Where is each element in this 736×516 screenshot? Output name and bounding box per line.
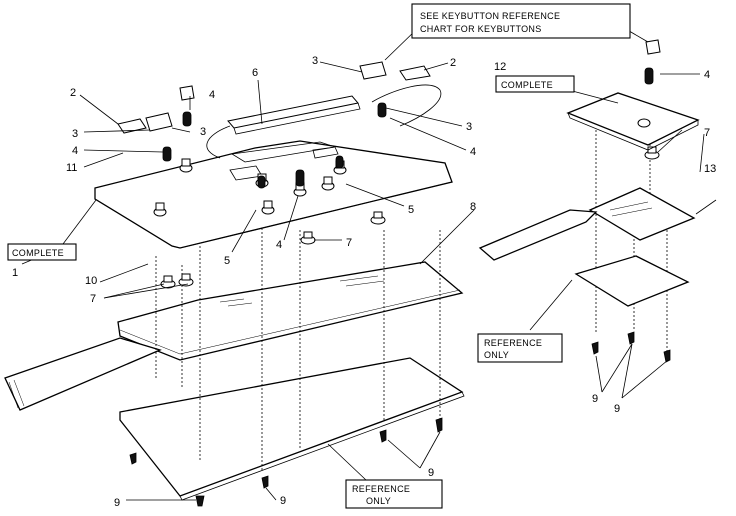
complete-left-box: COMPLETE — [7, 243, 77, 261]
complete-right-label: COMPLETE — [501, 80, 553, 90]
brackets — [117, 65, 431, 134]
callout-2-left: 2 — [70, 87, 76, 99]
callout-6: 6 — [252, 67, 258, 79]
callout-9-bottom-right: 9 — [428, 467, 434, 479]
leader-lines — [21, 27, 717, 501]
callout-1: 1 — [12, 267, 18, 279]
callout-3-left-a: 3 — [72, 128, 78, 140]
callout-9-bottom-mid: 9 — [280, 495, 286, 507]
callout-3-right: 3 — [466, 121, 472, 133]
ref-only-right-line1: REFERENCE — [484, 338, 542, 348]
callout-3-top: 3 — [312, 55, 318, 67]
callout-7-left: 7 — [90, 293, 96, 305]
screws-right — [591, 331, 671, 363]
callout-4-top: 4 — [209, 89, 215, 101]
callout-10: 10 — [85, 275, 97, 287]
right-spring — [644, 67, 654, 85]
callout-9-bottom-left: 9 — [114, 497, 120, 509]
screws-left — [129, 417, 443, 507]
callout-7-far-right: 7 — [704, 127, 710, 139]
see-ref-line1: SEE KEYBUTTON REFERENCE — [420, 11, 560, 21]
callout-11: 11 — [66, 162, 77, 174]
main-plate — [94, 140, 453, 249]
callout-4-far-right: 4 — [704, 69, 710, 81]
callout-5-right: 5 — [408, 204, 414, 216]
callout-2-right: 2 — [450, 57, 456, 69]
callout-5-left: 5 — [224, 255, 230, 267]
stabilizer-bar — [206, 95, 361, 159]
see-ref-line2: CHART FOR KEYBUTTONS — [420, 24, 542, 34]
membrane-sheet — [4, 261, 464, 411]
bottom-plate — [119, 357, 465, 501]
callout-9-right-a: 9 — [592, 393, 598, 405]
callout-7-mid: 7 — [346, 237, 352, 249]
callout-4-right: 4 — [470, 146, 476, 158]
stabilizer-wire — [371, 84, 442, 127]
callout-12: 12 — [494, 61, 506, 73]
callout-13: 13 — [704, 163, 716, 175]
callout-8: 8 — [470, 201, 476, 213]
complete-left-label: COMPLETE — [12, 248, 64, 258]
callout-4-left: 4 — [72, 145, 78, 157]
reference-only-right-box: REFERENCE ONLY — [477, 333, 563, 363]
right-complete-plate — [566, 92, 700, 151]
key-buttons — [145, 39, 661, 132]
callout-3-left-b: 3 — [200, 126, 206, 138]
standoffs — [160, 146, 660, 289]
see-keybutton-reference-box: SEE KEYBUTTON REFERENCE CHART FOR KEYBUT… — [411, 3, 631, 39]
callout-4-mid: 4 — [276, 239, 282, 251]
ref-only-bottom-line2: ONLY — [366, 496, 391, 506]
reference-only-bottom-box: REFERENCE ONLY — [345, 479, 443, 509]
callout-9-right-b: 9 — [614, 403, 620, 415]
right-circuit-board — [478, 187, 696, 261]
complete-right-box: COMPLETE — [495, 75, 575, 93]
ref-only-right-line2: ONLY — [484, 350, 509, 360]
callout-numbers: 2 3 4 11 3 4 6 3 2 3 4 5 5 4 7 8 10 7 1 … — [12, 55, 716, 509]
springs — [162, 102, 387, 189]
ref-only-bottom-line1: REFERENCE — [352, 484, 410, 494]
right-reference-board — [574, 255, 690, 307]
